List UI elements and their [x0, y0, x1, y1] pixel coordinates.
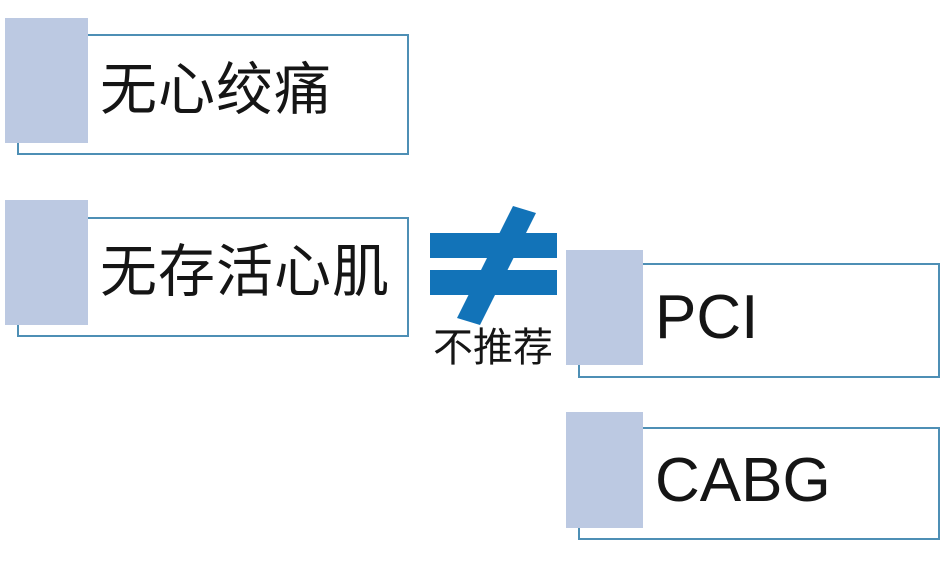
node-swatch [566, 412, 643, 528]
node-swatch [5, 18, 88, 143]
not-equal-caption: 不推荐 [433, 325, 553, 371]
node-label-no-viable-myocardium: 无存活心肌 [100, 239, 390, 305]
node-swatch [566, 250, 643, 365]
node-label-no-angina: 无心绞痛 [100, 57, 332, 123]
node-label-pci: PCI [655, 283, 759, 352]
not-equal-operator-group: 不推荐 [418, 200, 568, 385]
not-equal-sign-icon [430, 206, 557, 325]
node-label-cabg: CABG [655, 446, 831, 515]
node-swatch [5, 200, 88, 325]
